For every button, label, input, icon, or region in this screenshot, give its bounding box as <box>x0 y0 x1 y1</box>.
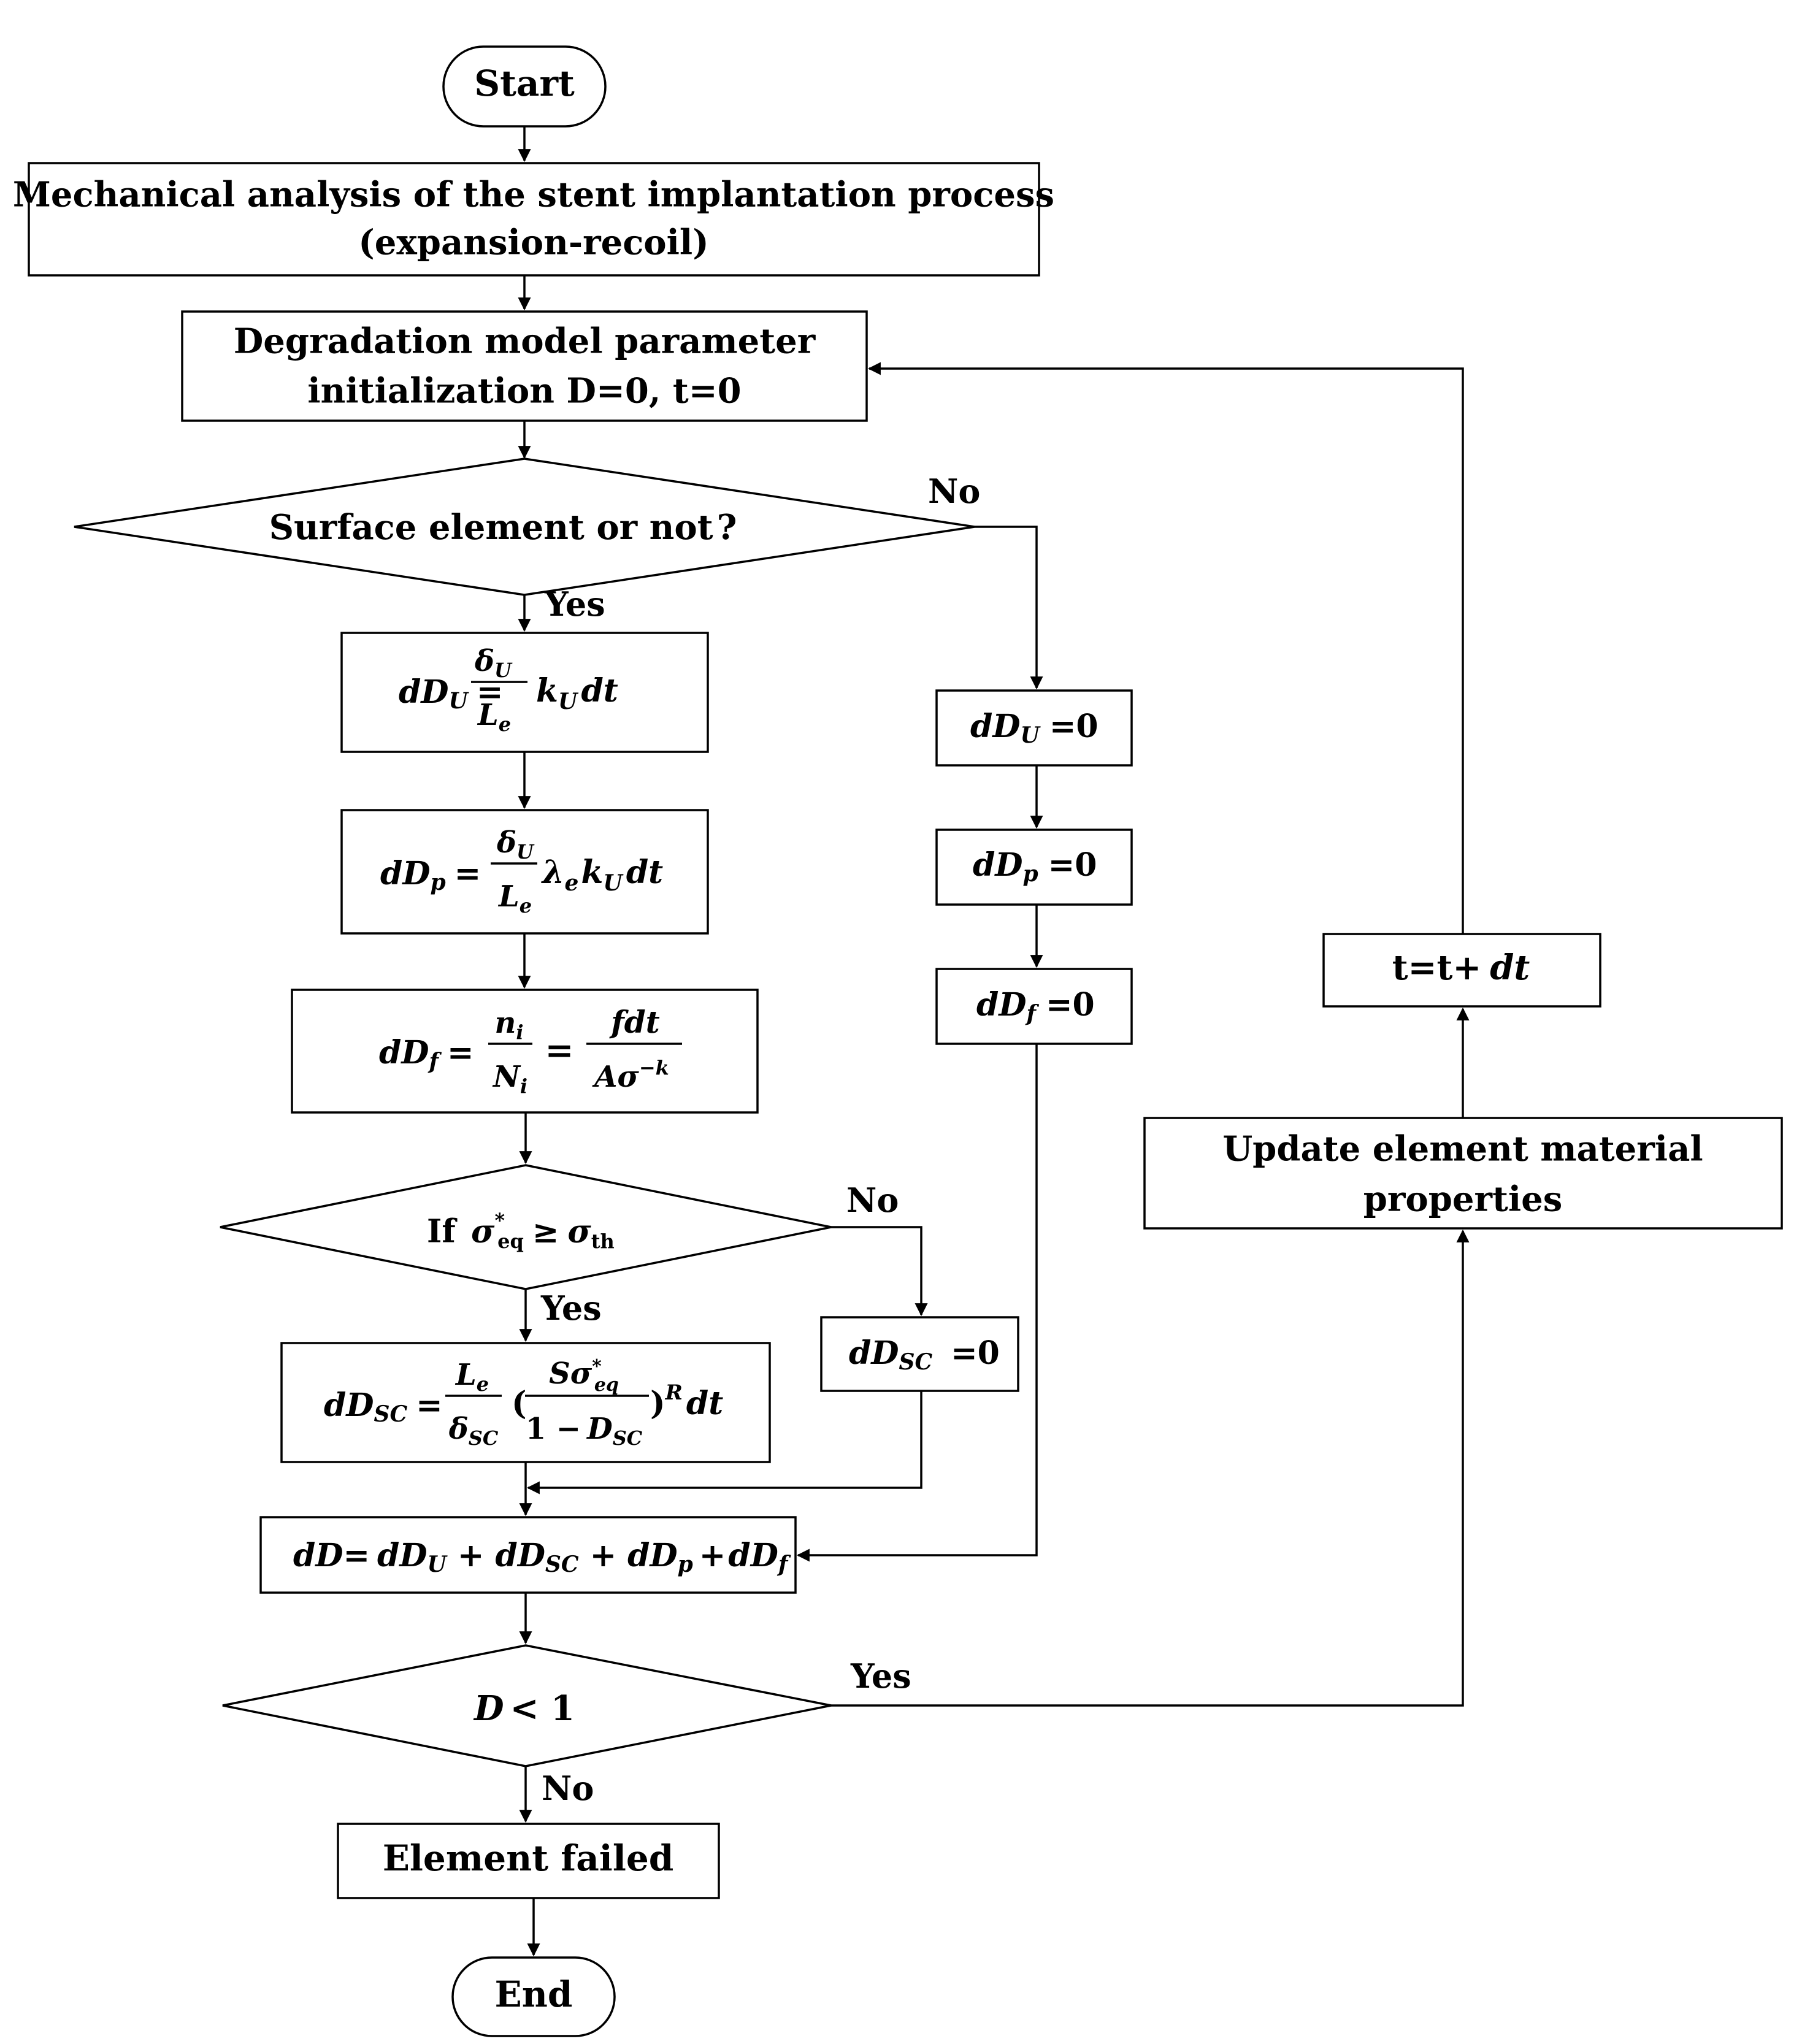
initialization-box <box>181 310 868 422</box>
update-properties-line1: Update element material <box>1222 1129 1703 1169</box>
connectors <box>518 126 1470 1957</box>
svg-text:dD=dDU+dDSC+dDp+dDf: dD=dDU+dDSC+dDp+dDf <box>293 1537 791 1578</box>
svg-text:δU: δU <box>496 825 535 863</box>
dDp-zero-formula: dDp=0 <box>973 846 1097 887</box>
surface-yes-label: Yes <box>544 584 605 624</box>
svg-text:)Rdt: )Rdt <box>650 1380 723 1422</box>
end-label: End <box>495 1973 573 2015</box>
update-properties-box <box>1143 1117 1783 1230</box>
svg-text:dDSC=: dDSC= <box>324 1387 443 1428</box>
dDf-formula: dDf= ni Ni = fdt Aσ−k <box>379 1004 682 1098</box>
svg-text:σ*eq≥σth: σ*eq≥σth <box>471 1209 615 1253</box>
svg-text:Le: Le <box>454 1358 489 1396</box>
dDU-zero-box <box>935 689 1133 767</box>
dDSC-zero-box <box>820 1316 1019 1392</box>
svg-text:Le: Le <box>497 879 532 917</box>
svg-text:dDp=: dDp= <box>380 855 481 896</box>
damage-yes-label: Yes <box>850 1656 911 1696</box>
svg-text:=: = <box>545 1030 574 1071</box>
start-label: Start <box>474 63 575 104</box>
update-properties-line2: properties <box>1363 1179 1563 1220</box>
svg-text:dDU=: dDU= <box>399 673 503 714</box>
svg-text:dDf=: dDf= <box>379 1034 474 1075</box>
time-step-box <box>1322 933 1601 1008</box>
threshold-no-label: No <box>846 1181 899 1220</box>
initialization-line2: initialization D=0, t=0 <box>307 371 741 411</box>
svg-text:δU: δU <box>474 644 513 682</box>
svg-text:Sσ*eq: Sσ*eq <box>549 1356 619 1396</box>
damage-check-condition: D< 1 <box>473 1688 575 1729</box>
svg-text:Le: Le <box>477 698 511 736</box>
svg-text:(: ( <box>512 1385 527 1422</box>
mechanical-analysis-box <box>28 162 1040 277</box>
total-damage-formula: dD=dDU+dDSC+dDp+dDf <box>293 1537 791 1578</box>
initialization-line1: Degradation model parameter <box>234 321 816 362</box>
stress-threshold-condition: If σ*eq≥σth <box>427 1209 615 1253</box>
svg-text:ni: ni <box>494 1006 523 1044</box>
element-failed-label: Element failed <box>383 1837 674 1879</box>
mechanical-analysis-line1: Mechanical analysis of the stent implant… <box>13 175 1054 215</box>
damage-no-label: No <box>542 1769 594 1808</box>
dDSC-formula-box <box>280 1342 771 1463</box>
dDU-zero-formula: dDU=0 <box>970 708 1099 749</box>
svg-text:Aσ−k: Aσ−k <box>592 1056 669 1094</box>
dDf-zero-formula: dDf=0 <box>976 986 1095 1027</box>
dDp-zero-box <box>935 829 1133 906</box>
dDf-zero-box <box>935 968 1133 1045</box>
end-terminal <box>451 1956 616 2037</box>
surface-element-question: Surface element or not? <box>269 507 737 548</box>
dDp-formula-box <box>340 809 709 935</box>
time-step-formula: t=t+dt <box>1392 947 1530 988</box>
stress-threshold-decision <box>220 1164 832 1290</box>
svg-text:Ni: Ni <box>492 1060 527 1098</box>
svg-text:If: If <box>427 1213 458 1250</box>
surface-no-label: No <box>928 472 980 511</box>
svg-text:δSC: δSC <box>448 1412 499 1450</box>
total-damage-box <box>259 1516 797 1594</box>
dDf-formula-box <box>291 989 759 1114</box>
threshold-yes-label: Yes <box>540 1288 602 1328</box>
dDU-formula-box <box>340 632 709 753</box>
svg-text:1 −DSC: 1 −DSC <box>526 1412 643 1450</box>
svg-text:fdt: fdt <box>609 1004 660 1040</box>
dDSC-zero-formula: dDSC=0 <box>849 1334 1000 1376</box>
mechanical-analysis-line2: (expansion-recoil) <box>358 223 708 263</box>
element-failed-box <box>337 1823 720 1899</box>
